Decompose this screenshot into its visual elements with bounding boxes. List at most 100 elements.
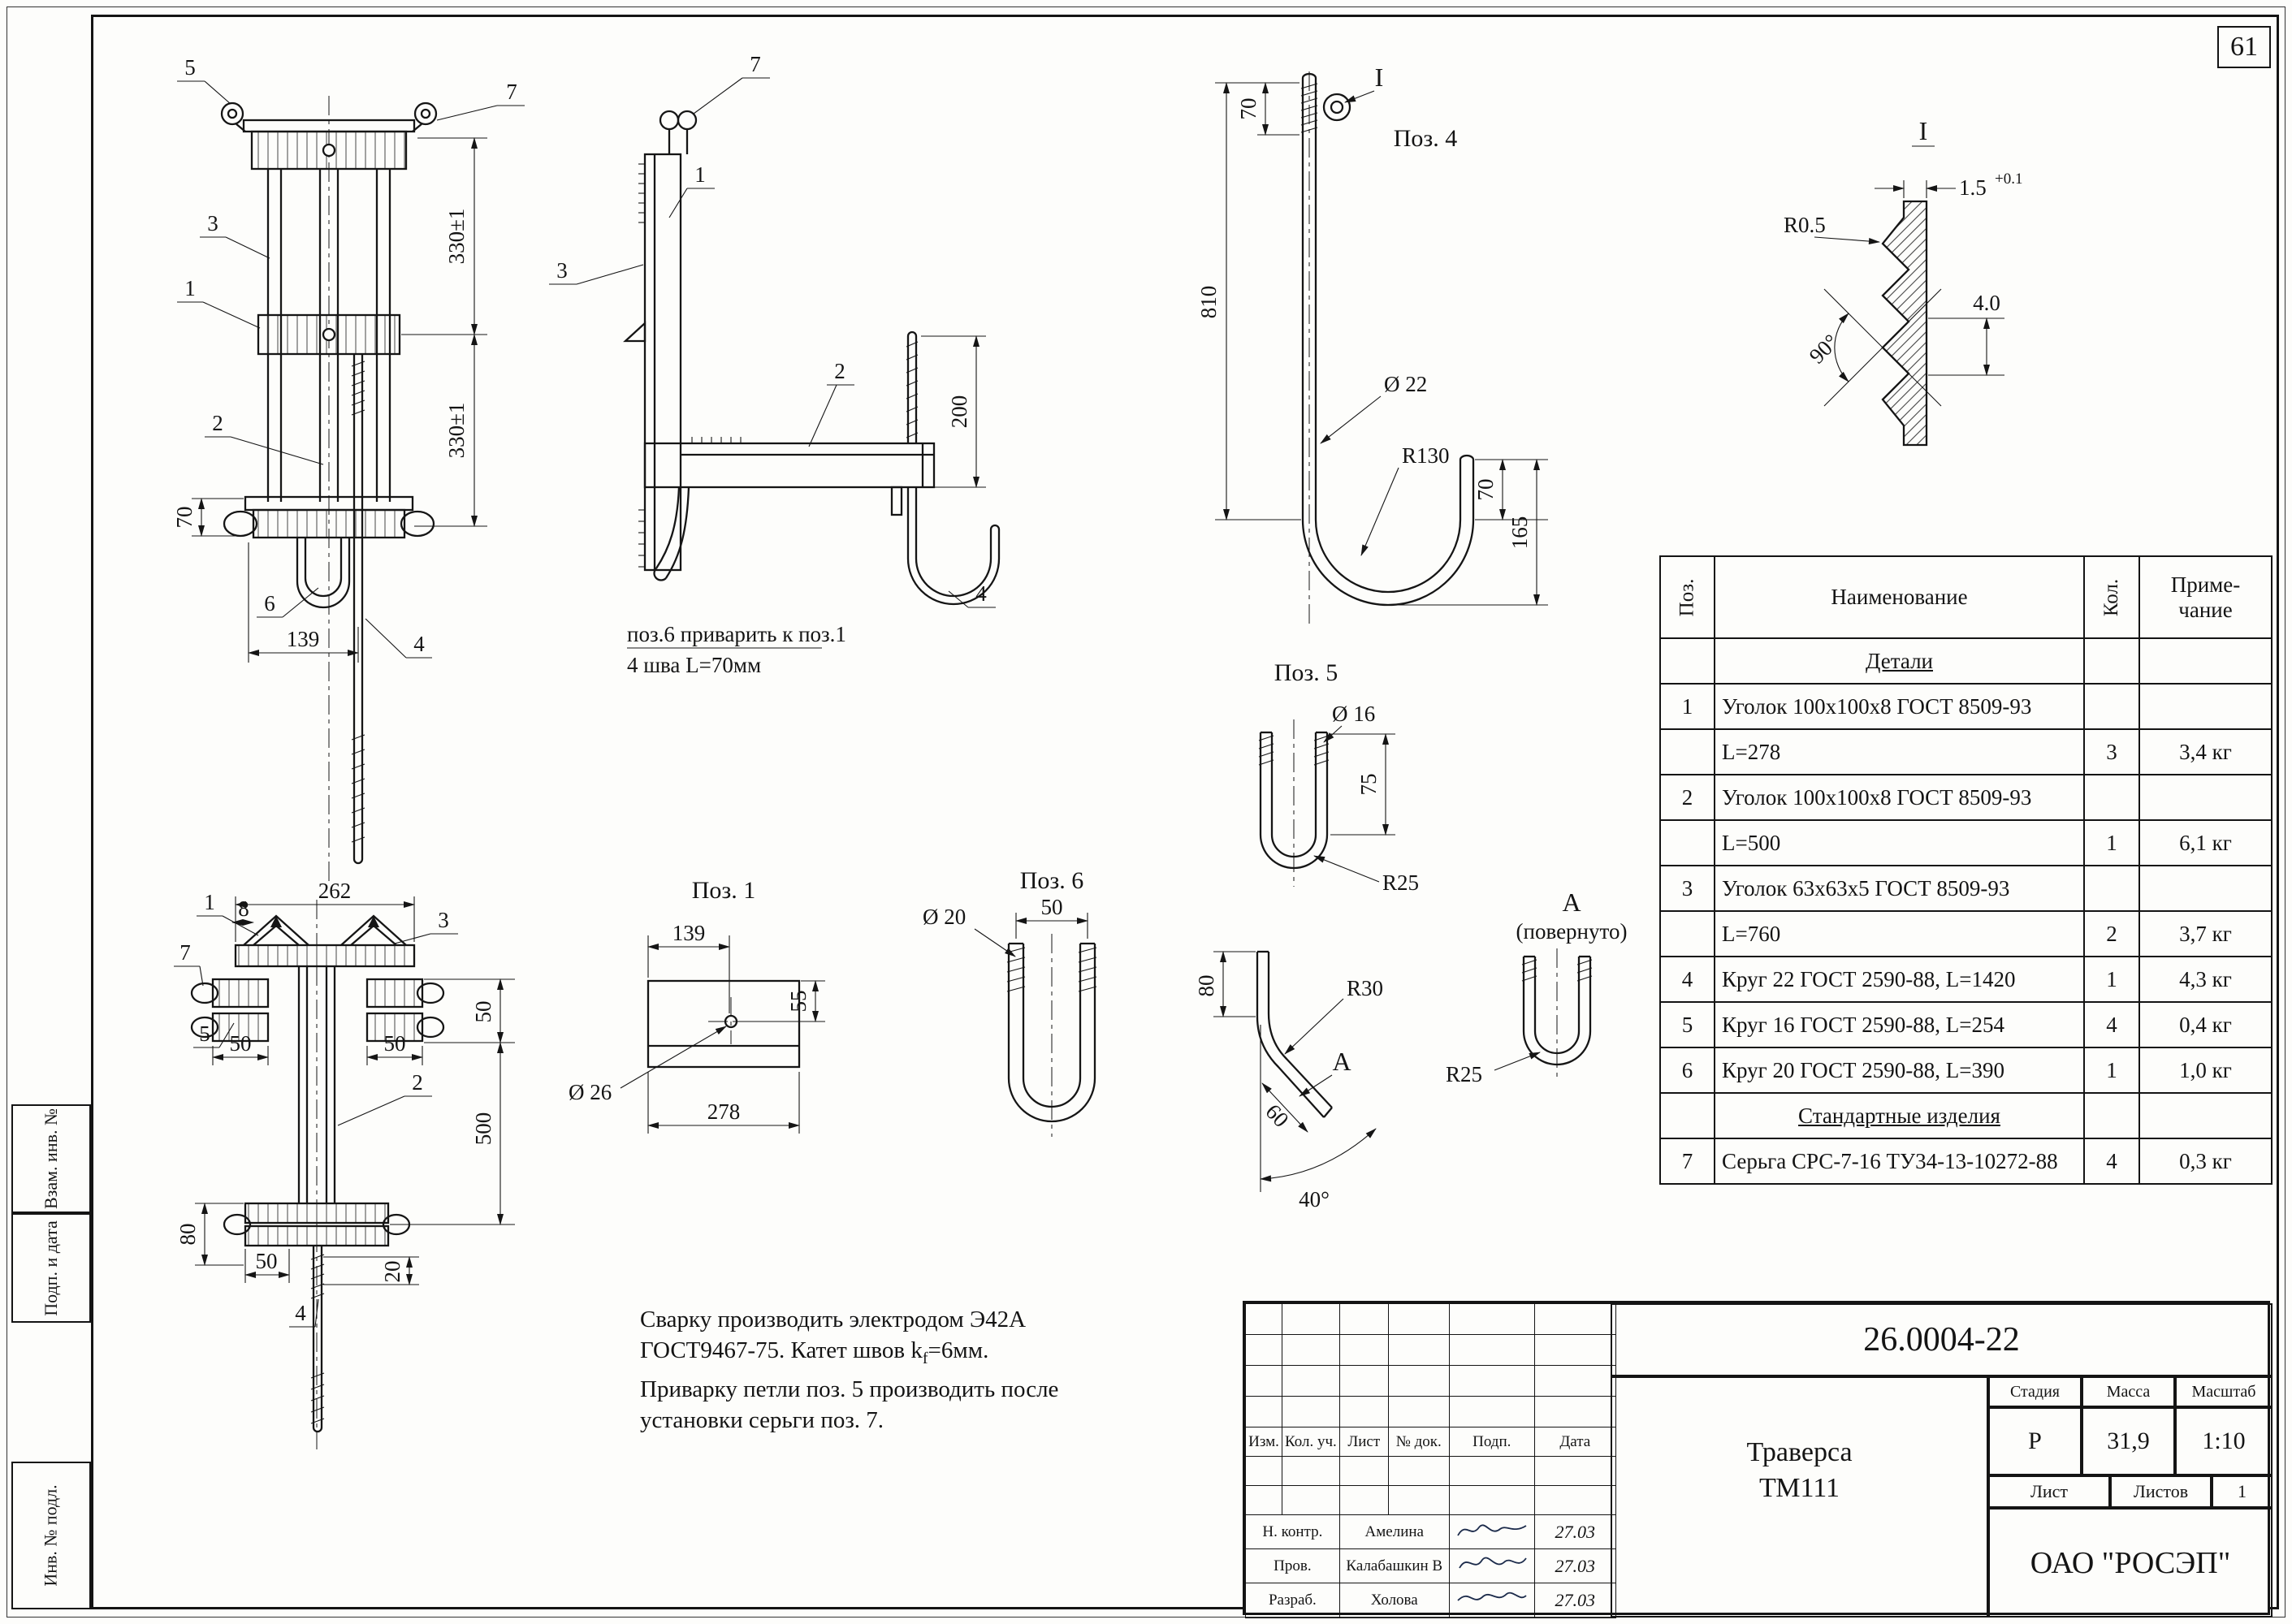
callout-2: 2 [412, 1070, 423, 1095]
callout-1: 1 [184, 276, 196, 300]
revision-empty-row [1245, 1334, 1616, 1366]
signature-row: Разраб. Холова 27.03 [1245, 1583, 1616, 1618]
note-line: установки серьги поз. 7. [640, 1406, 884, 1433]
part-note: 6,1 кг [2138, 819, 2273, 866]
parts-header-row: Поз. Наименование Кол. Приме-чание [1659, 555, 2273, 639]
part-name: Круг 22 ГОСТ 2590-88, L=1420 [1714, 956, 2085, 1003]
dim-dia22: Ø 22 [1384, 372, 1427, 396]
dim-dia16: Ø 16 [1332, 702, 1375, 726]
dim-8: 8 [238, 896, 249, 921]
note-line: Сварку производить электродом Э42А [640, 1307, 1027, 1332]
part-note: 0,4 кг [2138, 1001, 2273, 1048]
header-name: Наименование [1714, 555, 2085, 639]
part-pos [1659, 1092, 1715, 1139]
part-pos [1659, 910, 1715, 957]
mass-value: 31,9 [2082, 1407, 2175, 1475]
dim-dia20: Ø 20 [923, 905, 966, 929]
company-name: ОАО "РОСЭП" [1988, 1508, 2273, 1618]
part-name: Уголок 100х100х8 ГОСТ 8509-93 [1714, 774, 2085, 821]
detail-i-view: I 1.5 +0.1 R0.5 90° 4.0 [1784, 116, 2022, 447]
dim-278: 278 [707, 1099, 741, 1124]
dim-165: 165 [1507, 516, 1532, 550]
scale-label: Масштаб [2175, 1376, 2273, 1407]
page-number-box: 61 [2217, 26, 2271, 68]
callout-7: 7 [506, 80, 517, 104]
callout-6: 6 [264, 591, 275, 615]
scale-value: 1:10 [2175, 1407, 2273, 1475]
bottom-view: 262 8 1 3 7 5 50 50 50 500 2 [174, 879, 515, 1449]
revision-empty-row [1245, 1485, 1616, 1515]
sidebar-block-podp: Подп. и дата [11, 1213, 91, 1323]
sheets-value: 1 [2212, 1475, 2273, 1508]
pos4-label: Поз. 4 [1394, 125, 1458, 152]
dim-1-5: 1.5 [1959, 175, 1987, 200]
part-qty: 4 [2083, 1001, 2140, 1048]
note-line: ГОСТ9467-75. Катет швов kf=6мм. [640, 1337, 989, 1367]
dim-90deg: 90° [1805, 330, 1844, 369]
turned-label: А [1562, 888, 1581, 917]
dim-40deg: 40° [1299, 1187, 1330, 1212]
part-name: Круг 20 ГОСТ 2590-88, L=390 [1714, 1047, 2085, 1094]
document-number: 26.0004-22 [1611, 1303, 2273, 1376]
stage-value: Р [1988, 1407, 2082, 1475]
sign-role: Пров. [1245, 1548, 1340, 1583]
callout-4: 4 [413, 632, 425, 656]
revision-empty-row [1245, 1396, 1616, 1427]
part-name: Стандартные изделия [1714, 1092, 2085, 1139]
part-qty: 4 [2083, 1138, 2140, 1185]
part-name: Уголок 100х100х8 ГОСТ 8509-93 [1714, 683, 2085, 730]
sheet-label: Лист [1988, 1475, 2110, 1508]
weld-note-line1: поз.6 приварить к поз.1 [627, 622, 846, 646]
part-note: 0,3 кг [2138, 1138, 2273, 1185]
dim-r130: R130 [1402, 443, 1450, 468]
revision-header-row: Изм. Кол. уч. Лист № док. Подп. Дата [1245, 1427, 1616, 1457]
general-notes: Сварку производить электродом Э42А ГОСТ9… [640, 1304, 1127, 1436]
sidebar-block-inv: Инв. № подл. [11, 1462, 91, 1609]
part-name: L=500 [1714, 819, 2085, 866]
dim-20: 20 [380, 1261, 404, 1283]
part-pos [1659, 728, 1715, 775]
revision-empty-row [1245, 1303, 1616, 1335]
turned-view: А (повернуто) R25 [1446, 888, 1627, 1086]
part-note: 3,4 кг [2138, 728, 2273, 775]
signature-row: Пров. Калабашкин В 27.03 [1245, 1548, 1616, 1583]
dim-r05: R0.5 [1784, 213, 1826, 237]
part-pos: 5 [1659, 1001, 1715, 1048]
page-number: 61 [2230, 32, 2258, 62]
side-view: 200 7 1 3 2 4 поз.6 приварить к поз.1 4 … [549, 52, 1001, 677]
sign-name: Калабашкин В [1338, 1548, 1450, 1583]
col-doc: № док. [1387, 1427, 1450, 1457]
part-name: Серьга СРС-7-16 ТУ34-13-10272-88 [1714, 1138, 2085, 1185]
part-qty: 1 [2083, 819, 2140, 866]
weld-note-line2: 4 шва L=70мм [627, 653, 761, 677]
part-qty [2083, 683, 2140, 730]
part-pos: 7 [1659, 1138, 1715, 1185]
turned-sublabel: (повернуто) [1516, 919, 1628, 944]
part-note: 3,7 кг [2138, 910, 2273, 957]
dim-55: 55 [786, 991, 811, 1013]
part-pos: 6 [1659, 1047, 1715, 1094]
part-note [2138, 865, 2273, 912]
revision-empty-row [1245, 1456, 1616, 1486]
sidebar-block-vzam: Взам. инв. № [11, 1104, 91, 1213]
callout-3: 3 [207, 211, 218, 235]
dim-139: 139 [672, 921, 706, 945]
part-note [2138, 774, 2273, 821]
dim-50-bottom: 50 [256, 1249, 278, 1273]
paper-edge [6, 6, 2286, 1618]
pos5-view: Поз. 5 Ø 16 75 R25 [1258, 659, 1419, 895]
col-kol: Кол. уч. [1282, 1427, 1340, 1457]
dim-330-top: 330±1 [444, 209, 469, 265]
dim-70: 70 [1236, 98, 1261, 120]
front-view: 330±1 330±1 70 139 5 7 3 1 2 6 4 [172, 55, 525, 881]
part-qty [2083, 865, 2140, 912]
part-pos: 4 [1659, 956, 1715, 1003]
section-mark-I: I [1375, 63, 1384, 92]
mass-label: Масса [2082, 1376, 2175, 1407]
callout-5: 5 [199, 1021, 210, 1046]
